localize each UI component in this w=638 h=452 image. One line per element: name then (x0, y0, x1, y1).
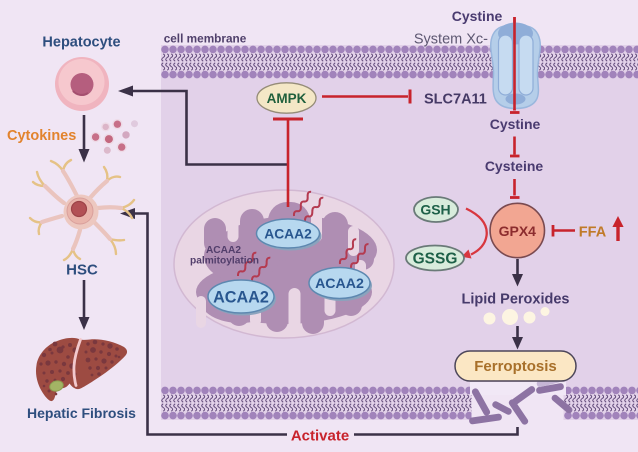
svg-text:ACAA2: ACAA2 (213, 289, 269, 307)
svg-text:cell membrane: cell membrane (164, 32, 247, 46)
svg-text:ACAA2: ACAA2 (315, 276, 364, 292)
svg-text:Activate: Activate (291, 428, 349, 445)
svg-text:ACAA2: ACAA2 (206, 245, 241, 256)
svg-text:Cystine: Cystine (452, 8, 503, 24)
svg-text:ACAA2: ACAA2 (264, 227, 312, 242)
svg-text:palmitoylation: palmitoylation (190, 256, 259, 267)
svg-text:Cytokines: Cytokines (7, 128, 76, 144)
svg-text:Ferroptosis: Ferroptosis (474, 358, 557, 375)
svg-text:Hepatocyte: Hepatocyte (42, 34, 120, 50)
svg-text:HSC: HSC (66, 262, 98, 279)
svg-text:Cysteine: Cysteine (485, 158, 544, 174)
svg-text:System Xc-: System Xc- (414, 32, 488, 48)
svg-text:FFA: FFA (579, 225, 607, 241)
svg-text:SLC7A11: SLC7A11 (424, 92, 487, 108)
svg-text:Lipid Peroxides: Lipid Peroxides (462, 292, 570, 308)
svg-text:AMPK: AMPK (267, 91, 307, 106)
svg-text:Cystine: Cystine (490, 116, 541, 132)
svg-text:GSSG: GSSG (413, 251, 458, 268)
svg-text:GSH: GSH (420, 202, 450, 218)
svg-text:GPX4: GPX4 (499, 223, 537, 239)
svg-text:Hepatic Fibrosis: Hepatic Fibrosis (27, 405, 136, 421)
